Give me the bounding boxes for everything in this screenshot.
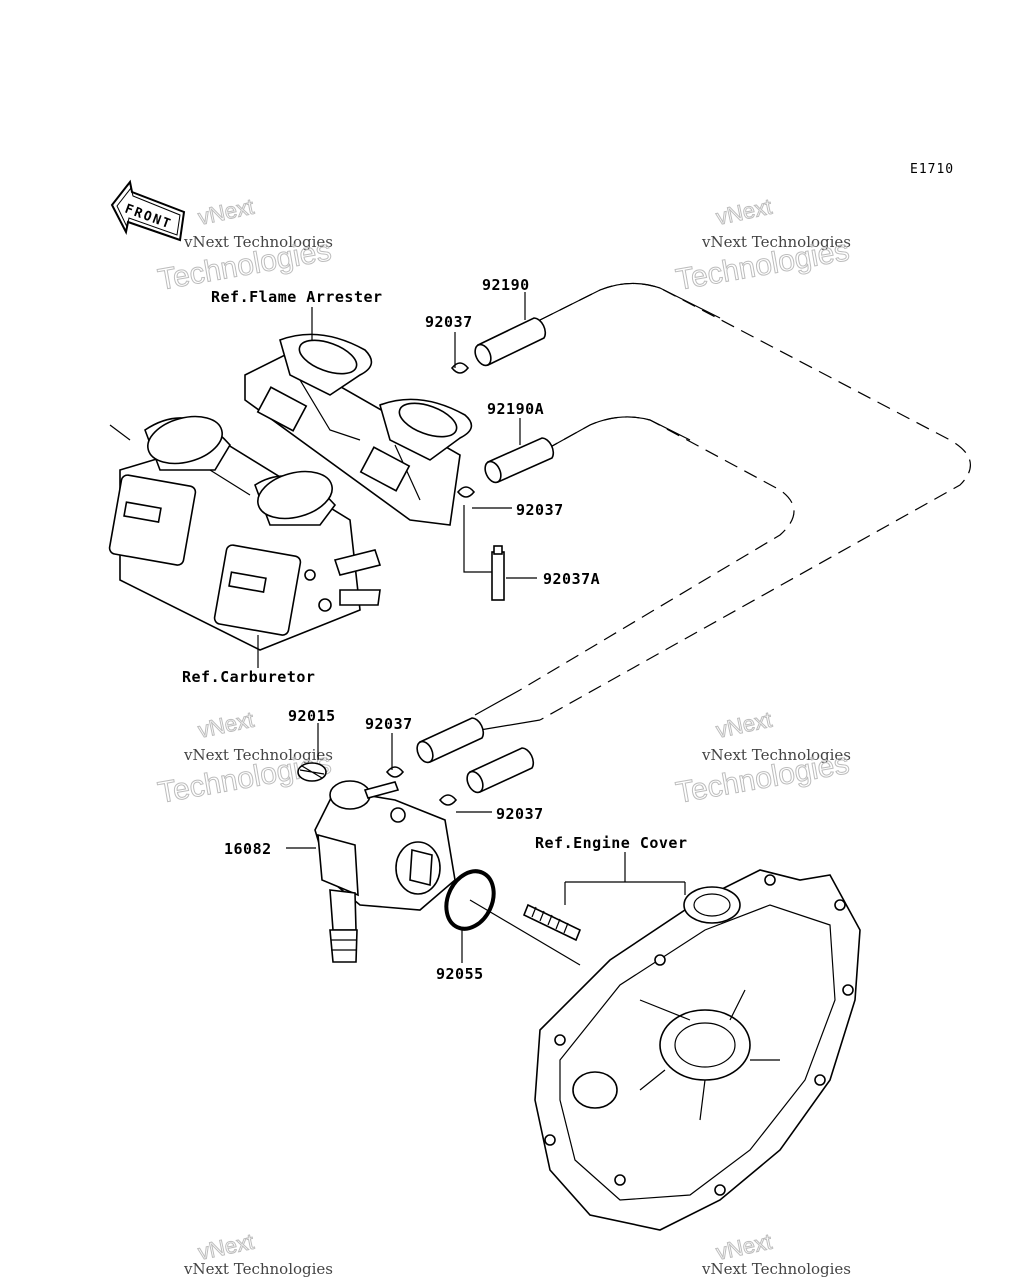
watermark-text: vNext Technologies bbox=[183, 1260, 333, 1278]
clip-92037a bbox=[491, 545, 505, 601]
watermark-brand: vNext bbox=[196, 707, 256, 743]
carburetor-assembly bbox=[108, 415, 382, 651]
callout-16082: 16082 bbox=[224, 840, 272, 858]
watermark-text: vNext Technologies bbox=[701, 233, 851, 251]
oring-centerline bbox=[469, 899, 581, 966]
watermark-text: vNext Technologies bbox=[701, 1260, 851, 1278]
oring-92055 bbox=[444, 869, 496, 931]
engine-cover bbox=[534, 869, 861, 1231]
watermark: vNext vNext Technologies bbox=[701, 1228, 851, 1278]
diagram-code: E1710 bbox=[910, 162, 954, 177]
watermark: vNext vNext Technologies Technologies bbox=[673, 706, 852, 810]
filter-92015 bbox=[297, 762, 327, 782]
clamp-92037-bottom-right bbox=[438, 794, 458, 806]
clamp-92037-bottom-left bbox=[385, 766, 405, 778]
front-arrow-icon: FRONT bbox=[110, 179, 186, 242]
watermark-brand: vNext bbox=[714, 194, 774, 230]
ref-engine-cover-label: Ref.Engine Cover bbox=[535, 834, 688, 852]
watermark-text: vNext Technologies bbox=[701, 746, 851, 764]
hose-92190 bbox=[474, 317, 547, 367]
hose-92190a bbox=[484, 437, 555, 484]
watermark: vNext vNext Technologies Technologies bbox=[673, 193, 852, 297]
watermark-text: vNext Technologies bbox=[183, 746, 333, 764]
callout-92037-mid: 92037 bbox=[516, 501, 564, 519]
watermark: vNext vNext Technologies bbox=[183, 1228, 333, 1278]
callout-92055: 92055 bbox=[436, 965, 484, 983]
callout-92037-bottom-right: 92037 bbox=[496, 805, 544, 823]
hose-lower-right bbox=[466, 747, 535, 794]
watermark: vNext vNext Technologies Technologies bbox=[155, 193, 334, 297]
callout-92037-bottom-left: 92037 bbox=[365, 715, 413, 733]
ref-flame-arrester-label: Ref.Flame Arrester bbox=[211, 288, 383, 306]
clamp-92037-top bbox=[450, 362, 470, 374]
watermark-brand: vNext bbox=[714, 707, 774, 743]
hose-routing bbox=[474, 282, 971, 731]
callout-92037-top: 92037 bbox=[425, 313, 473, 331]
callout-92190: 92190 bbox=[482, 276, 530, 294]
flame-arrester-intake bbox=[244, 333, 473, 526]
clamp-92037-mid bbox=[456, 486, 476, 498]
watermark-text: vNext Technologies bbox=[183, 233, 333, 251]
hose-lower-left bbox=[416, 717, 485, 764]
ref-carburetor-label: Ref.Carburetor bbox=[182, 668, 315, 686]
watermark-brand: vNext bbox=[196, 194, 256, 230]
stud-bolt bbox=[522, 903, 582, 942]
fuel-pump-16082 bbox=[314, 780, 456, 963]
leader-lines bbox=[257, 292, 686, 963]
callout-92015: 92015 bbox=[288, 707, 336, 725]
callout-92190a: 92190A bbox=[487, 400, 544, 418]
callout-92037a: 92037A bbox=[543, 570, 600, 588]
